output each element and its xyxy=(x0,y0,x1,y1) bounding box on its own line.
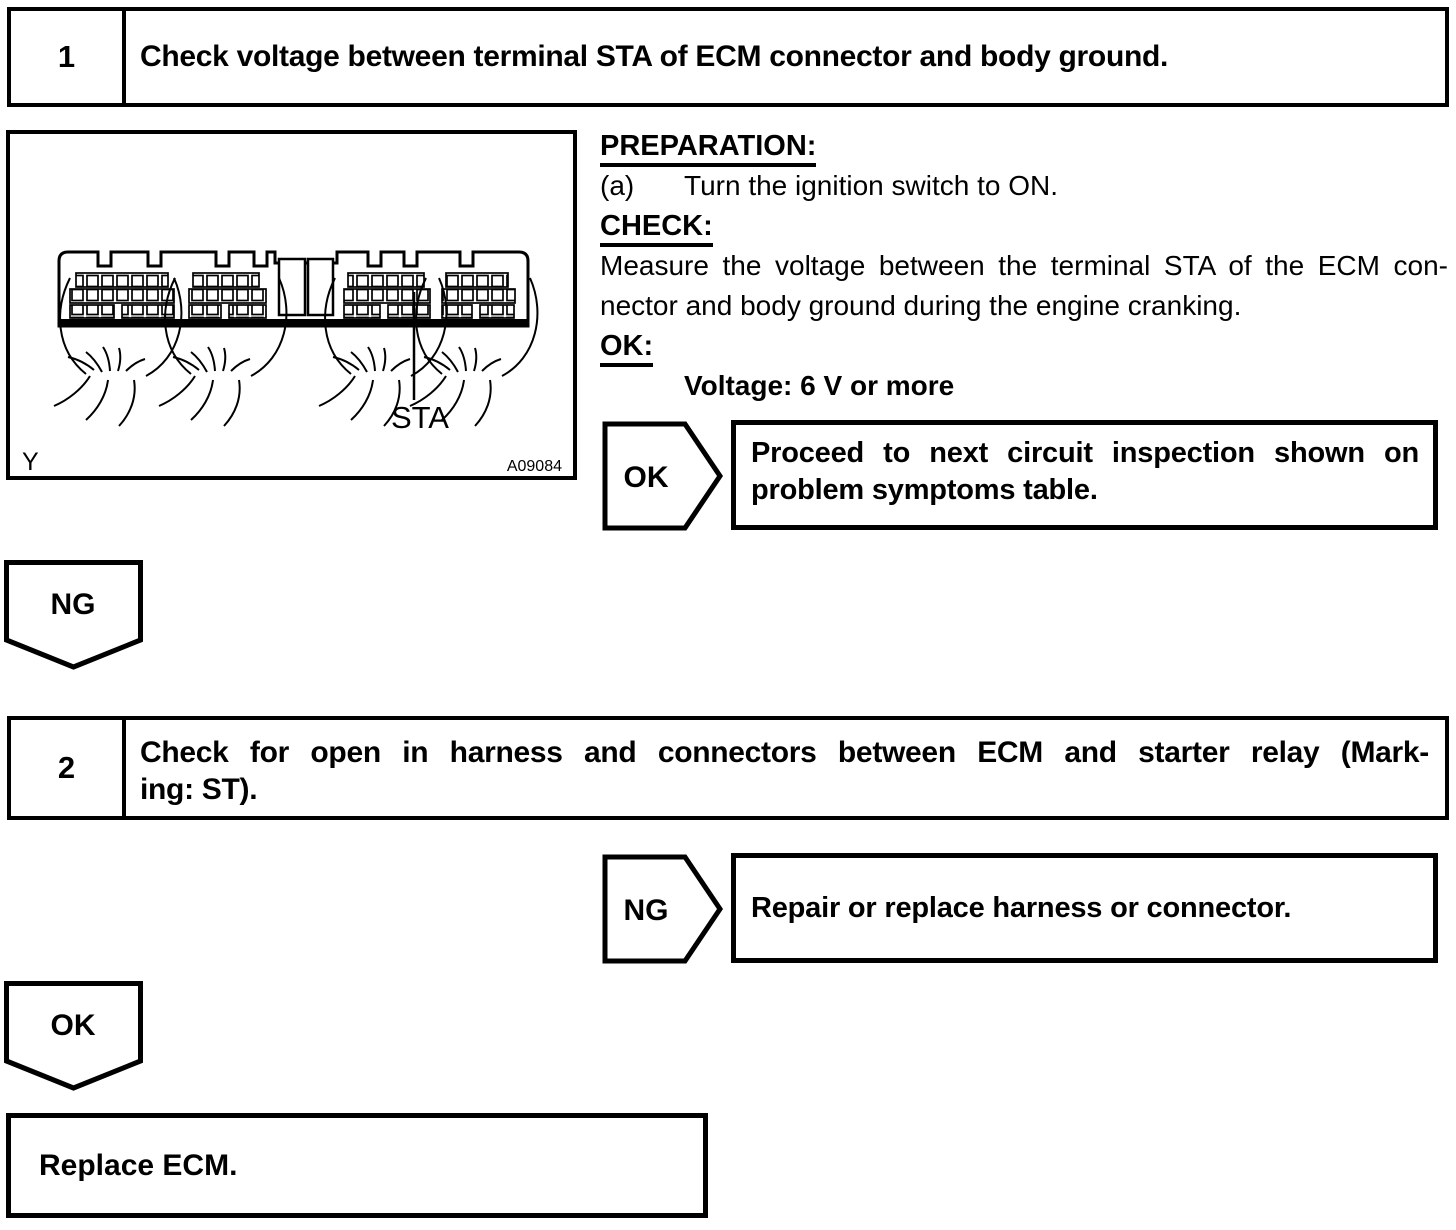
ng-down-label: NG xyxy=(51,588,96,621)
preparation-item-text: Turn the ignition switch to ON. xyxy=(684,170,1059,201)
check-heading: CHECK: xyxy=(600,210,713,247)
ok-arrow-shape xyxy=(602,421,724,531)
figure-id: A09084 xyxy=(507,458,562,475)
ok-result-line-1: Proceed to next circuit inspection shown… xyxy=(751,437,1419,469)
ecm-connector-figure: STA Y A09084 xyxy=(6,130,577,480)
step-1-title-text: Check voltage between terminal STA of EC… xyxy=(140,40,1169,73)
ng-result-box: Repair or replace harness or connector. xyxy=(731,853,1438,963)
ng-down-shape xyxy=(4,560,143,670)
connector-bottom-rail xyxy=(59,319,528,326)
ng-arrow-shape xyxy=(602,854,724,964)
ng-arrow-label: NG xyxy=(624,894,669,927)
preparation-item-marker: (a) xyxy=(600,170,635,201)
check-text-line-2: nector and body ground during the engine… xyxy=(600,290,1242,321)
step-2-title: Check for open in harness and connectors… xyxy=(126,720,1445,816)
figure-corner-code: Y xyxy=(22,448,39,476)
pin-block-1 xyxy=(69,272,175,319)
ok-arrow-label: OK xyxy=(624,461,669,494)
preparation-heading: PREPARATION: xyxy=(600,130,817,167)
ok-result-box: Proceed to next circuit inspection shown… xyxy=(731,420,1438,530)
ok-result-line-2: problem symptoms table. xyxy=(751,474,1098,506)
check-text-line-1: Measure the voltage between the terminal… xyxy=(600,250,1448,281)
ng-result-text: Repair or replace harness or connector. xyxy=(751,891,1292,924)
sta-terminal-label: STA xyxy=(391,400,449,435)
step-2-number: 2 xyxy=(11,720,126,816)
step-1-instructions: PREPARATION: (a) Turn the ignition switch… xyxy=(600,126,1448,406)
ecm-connector-drawing: STA Y A09084 xyxy=(22,250,562,476)
ok-arrow-down: OK xyxy=(4,981,144,1093)
ok-spec: Voltage: 6 V or more xyxy=(684,370,955,401)
preparation-item: (a) Turn the ignition switch to ON. xyxy=(600,166,1448,206)
step-2-title-line-2: ing: ST). xyxy=(140,773,258,806)
step-1-number: 1 xyxy=(11,11,126,103)
ok-heading: OK: xyxy=(600,330,654,367)
pin-block-3 xyxy=(343,272,431,319)
step-2-title-line-1: Check for open in harness and connectors… xyxy=(140,736,1429,769)
ng-arrow-right: NG xyxy=(602,854,724,964)
center-slot-right xyxy=(306,257,335,317)
step-1-header: 1 Check voltage between terminal STA of … xyxy=(7,7,1449,107)
step-2-header: 2 Check for open in harness and connecto… xyxy=(7,716,1449,820)
final-action-text: Replace ECM. xyxy=(39,1148,238,1182)
ok-down-shape xyxy=(4,981,143,1091)
step-1-title: Check voltage between terminal STA of EC… xyxy=(126,11,1445,103)
final-action-box: Replace ECM. xyxy=(6,1113,708,1218)
ok-down-label: OK xyxy=(51,1009,96,1042)
pin-block-2 xyxy=(188,272,267,319)
ng-arrow-down: NG xyxy=(4,560,144,672)
ok-arrow-right: OK xyxy=(602,421,724,531)
pin-block-4 xyxy=(441,272,516,319)
